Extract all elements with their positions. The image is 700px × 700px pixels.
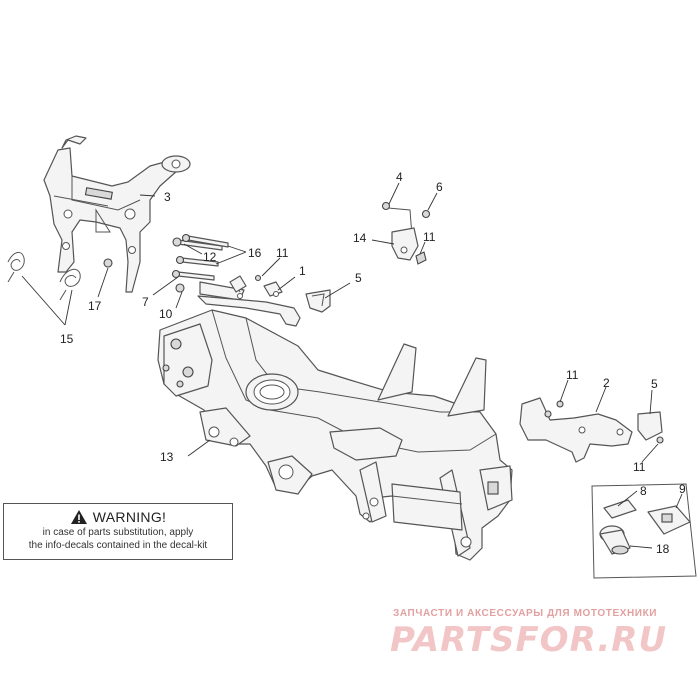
callout-3: 3 [164, 190, 171, 204]
bolts-group-left [103, 233, 245, 301]
callout-15: 15 [60, 332, 74, 346]
callout-2: 2 [603, 376, 610, 390]
clip-part-5-left [305, 289, 331, 313]
callout-11-a: 11 [276, 246, 289, 260]
callout-11-b: 11 [423, 230, 436, 244]
watermark-subtitle: ЗАПЧАСТИ И АКСЕССУАРЫ ДЛЯ МОТОТЕХНИКИ [393, 608, 658, 619]
callout-18: 18 [656, 542, 670, 556]
callout-1: 1 [299, 264, 306, 278]
spring-clip-part [7, 252, 81, 301]
main-frame-part [157, 309, 513, 561]
callout-14: 14 [353, 231, 367, 245]
inset-detail-box [591, 483, 697, 579]
callout-labels: 1 2 3 4 5 5 6 7 8 9 10 11 11 11 11 12 13… [60, 170, 686, 556]
watermark-logo: PARTSFOR.RU [390, 620, 668, 660]
callout-4: 4 [396, 170, 403, 184]
callout-11-c: 11 [566, 368, 579, 382]
callout-6: 6 [436, 180, 443, 194]
bracket-part-1 [197, 274, 301, 327]
callout-10: 10 [159, 307, 173, 321]
leader-lines [21, 182, 683, 549]
callout-17: 17 [88, 299, 102, 313]
warning-triangle-icon [70, 510, 87, 524]
callout-7: 7 [142, 295, 149, 309]
front-subframe-part [43, 135, 191, 293]
bracket-part-2 [519, 397, 664, 463]
warning-title: WARNING! [92, 509, 167, 525]
callout-12: 12 [203, 250, 217, 264]
bracket-part-14 [381, 201, 431, 265]
warning-line-2: the info-decals contained in the decal-k… [28, 540, 208, 551]
callout-13: 13 [160, 450, 174, 464]
callout-8: 8 [640, 484, 647, 498]
warning-box: WARNING! in case of parts substitution, … [3, 503, 233, 560]
callout-16: 16 [248, 246, 262, 260]
warning-header: WARNING! [4, 508, 232, 526]
callout-9: 9 [679, 482, 686, 496]
warning-line-1: in case of parts substitution, apply [42, 527, 194, 538]
callout-5-right: 5 [651, 377, 658, 391]
callout-11-d: 11 [633, 460, 646, 474]
callout-5-left: 5 [355, 271, 362, 285]
